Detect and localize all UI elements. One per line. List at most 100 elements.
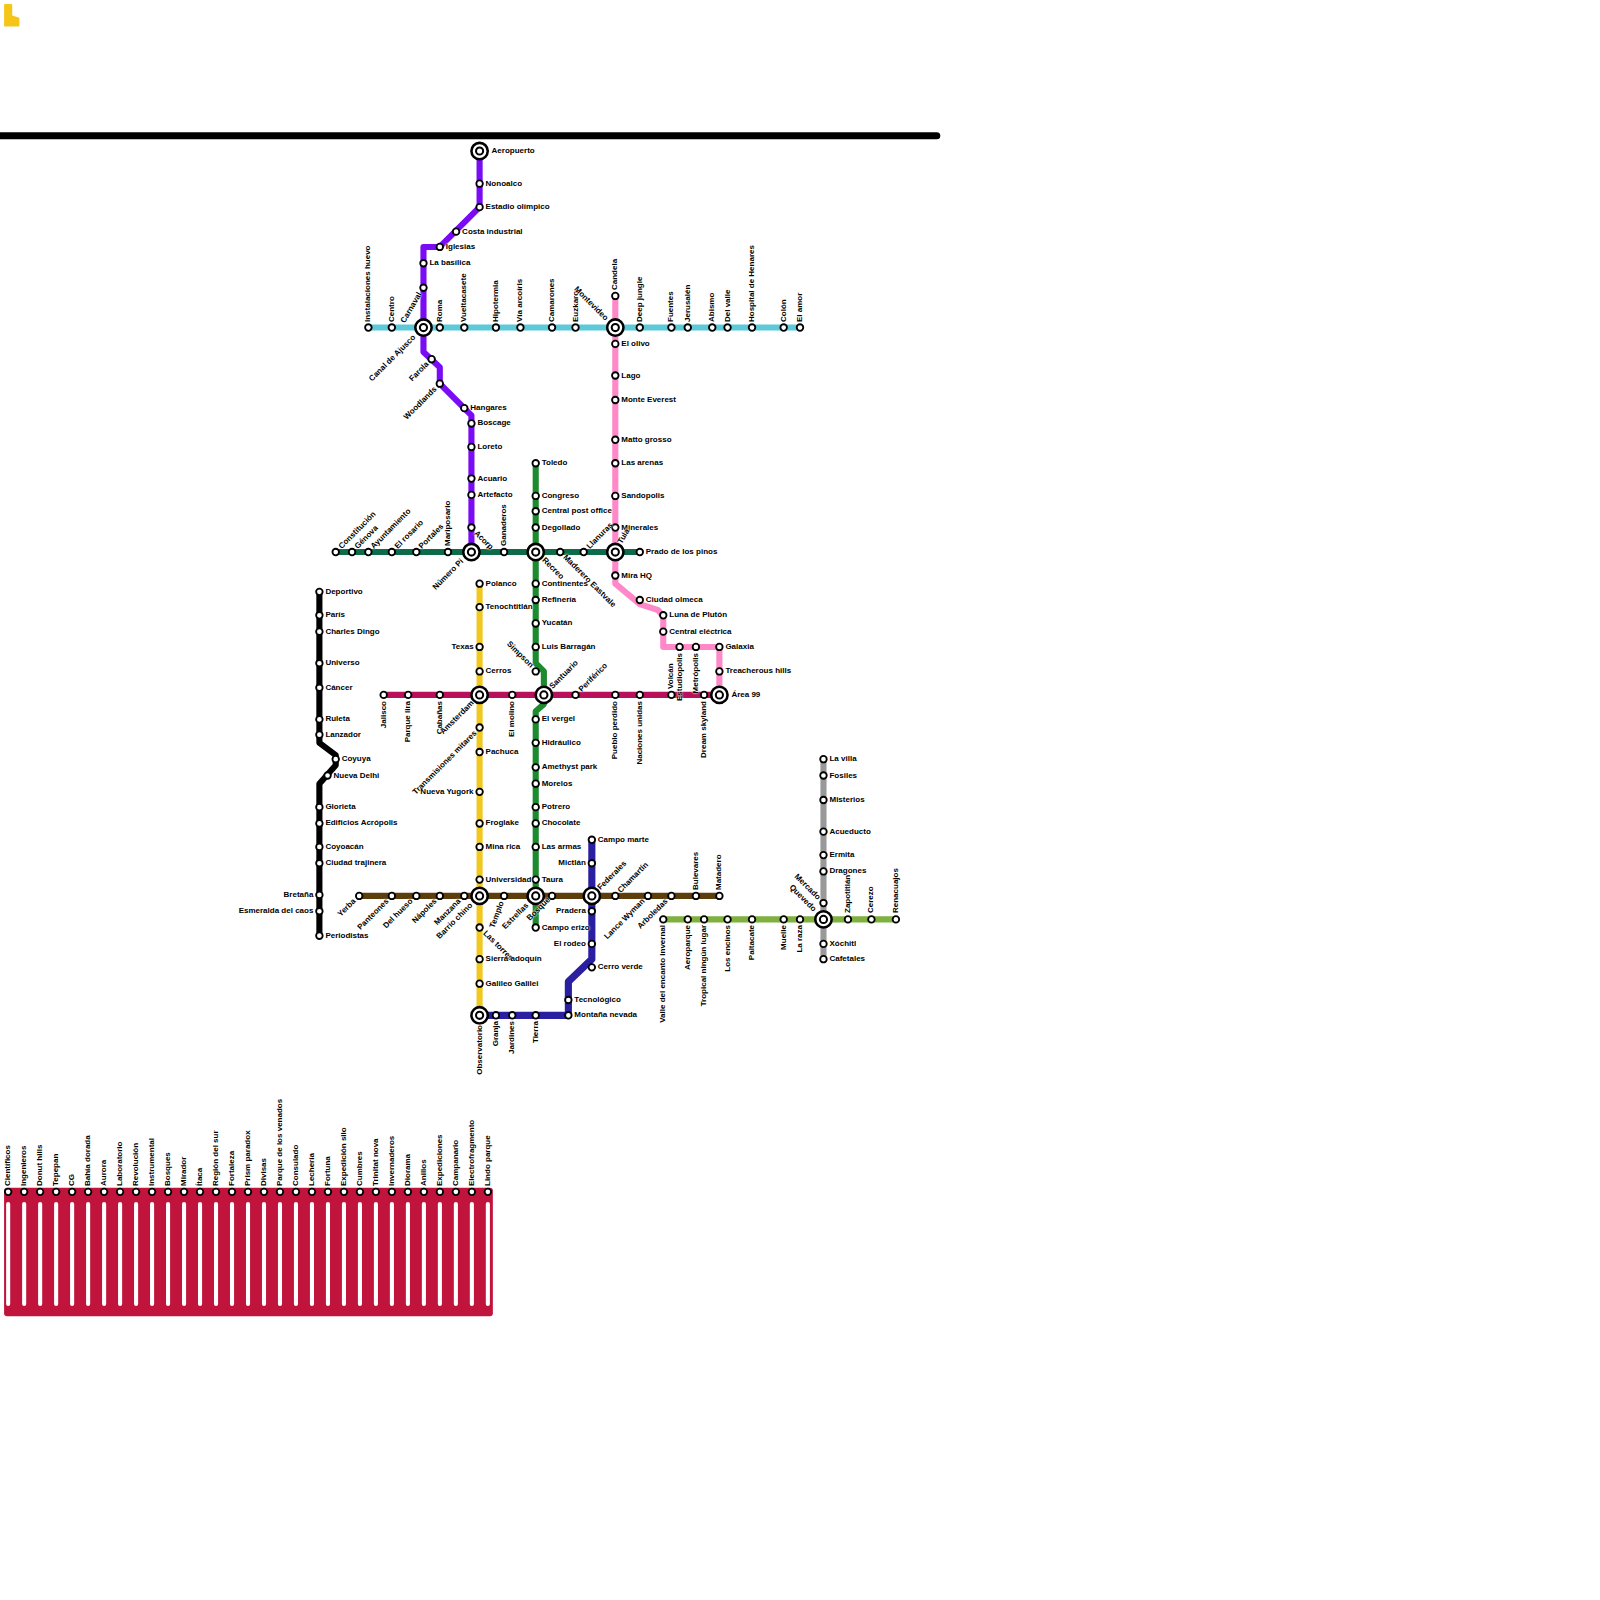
- station-label: Transmisiones mitares: [410, 728, 478, 796]
- station-dot: [820, 756, 827, 763]
- station-dot: [476, 668, 483, 675]
- station-label: Ermita: [829, 850, 854, 860]
- station-dot: [637, 597, 644, 604]
- station-dot: [476, 724, 483, 731]
- station-dot: [476, 180, 483, 187]
- station-dot: [476, 876, 483, 883]
- interchange-core: [820, 916, 827, 923]
- station-label: Ítaca: [195, 1168, 205, 1186]
- interchange-ring: [607, 319, 623, 335]
- interchange-core: [540, 691, 547, 698]
- station-dot: [365, 324, 372, 331]
- station-dot: [341, 1189, 348, 1196]
- station-label: Mira HQ: [621, 571, 652, 581]
- station-dot: [660, 916, 667, 923]
- station-label: Instrumental: [147, 1138, 157, 1186]
- station-dot: [389, 324, 396, 331]
- station-dot: [637, 324, 644, 331]
- station-dot: [389, 1189, 396, 1196]
- station-label: Los encinos: [723, 925, 733, 972]
- station-dot: [324, 772, 331, 779]
- station-label: Acuario: [477, 474, 507, 484]
- station-label: Tepepan: [51, 1154, 61, 1186]
- station-label: Periodistas: [325, 931, 368, 941]
- station-dot: [701, 692, 708, 699]
- station-label: Hidráulico: [542, 738, 581, 748]
- station-dot: [637, 692, 644, 699]
- station-label: Nonoalco: [486, 179, 522, 189]
- station-dot: [181, 1189, 188, 1196]
- station-dot: [197, 1189, 204, 1196]
- station-dot: [316, 589, 323, 596]
- station-label: Estadio olímpico: [486, 202, 550, 212]
- station-dot: [316, 628, 323, 635]
- station-dot: [469, 1189, 476, 1196]
- station-dot: [797, 916, 804, 923]
- station-dot: [421, 1189, 428, 1196]
- station-dot: [476, 749, 483, 756]
- station-label: Sandopolis: [621, 491, 664, 501]
- station-label: Revolución: [131, 1143, 141, 1186]
- station-dot: [668, 692, 675, 699]
- station-label: Dragones: [829, 866, 866, 876]
- station-label: Expedición silo: [339, 1127, 349, 1186]
- comb-slot: [486, 1204, 490, 1304]
- station-dot: [572, 692, 579, 699]
- station-dot: [316, 860, 323, 867]
- station-dot: [532, 644, 539, 651]
- interchange-ring: [471, 888, 487, 904]
- station-dot: [532, 844, 539, 851]
- station-label: Ganaderos: [499, 504, 509, 546]
- station-dot: [709, 324, 716, 331]
- station-dot: [468, 475, 475, 482]
- station-dot: [405, 692, 412, 699]
- station-dot: [589, 837, 596, 844]
- station-dot: [437, 324, 444, 331]
- station-dot: [316, 684, 323, 691]
- station-label: Edificios Acrópolis: [325, 818, 397, 828]
- station-dot: [501, 893, 508, 900]
- station-label: Deportivo: [325, 587, 362, 597]
- station-label: Aeroparque: [683, 925, 693, 970]
- station-dot: [549, 893, 556, 900]
- station-label: Vía arcoíris: [515, 278, 525, 321]
- station-dot: [820, 797, 827, 804]
- station-label: Central eléctrica: [669, 627, 731, 637]
- station-dot: [724, 916, 731, 923]
- station-label: Expediciones: [435, 1134, 445, 1186]
- station-label: CG: [67, 1174, 77, 1186]
- station-dot: [749, 916, 756, 923]
- station-label: Sierra adoquín: [486, 954, 542, 964]
- station-dot: [612, 460, 619, 467]
- station-dot: [716, 644, 723, 651]
- station-dot: [501, 549, 508, 556]
- station-dot: [820, 828, 827, 835]
- station-label: Jardines: [507, 1021, 517, 1054]
- station-label: Tecnológico: [574, 995, 621, 1005]
- station-label: Glorieta: [325, 802, 355, 812]
- station-dot: [532, 508, 539, 515]
- station-dot: [445, 549, 452, 556]
- comb-slot: [6, 1204, 10, 1304]
- station-label: Pradera: [556, 906, 586, 916]
- station-label: Abismo: [707, 292, 717, 321]
- comb-slot: [246, 1204, 250, 1304]
- station-dot: [589, 964, 596, 971]
- station-label: Las arenas: [621, 458, 663, 468]
- station-dot: [293, 1189, 300, 1196]
- station-label: Pueblo perdido: [610, 701, 620, 759]
- station-dot: [532, 620, 539, 627]
- top-bar: [0, 132, 937, 139]
- station-dot: [332, 756, 339, 763]
- station-label: Coyuya: [342, 754, 371, 764]
- station-label: Woodlands: [402, 384, 439, 421]
- station-dot: [85, 1189, 92, 1196]
- interchange-core: [612, 324, 619, 331]
- station-label: Llanuras: [584, 521, 615, 552]
- station-dot: [645, 893, 652, 900]
- interchange-core: [468, 548, 475, 555]
- station-dot: [845, 916, 852, 923]
- station-label: Charles Dingo: [325, 627, 379, 637]
